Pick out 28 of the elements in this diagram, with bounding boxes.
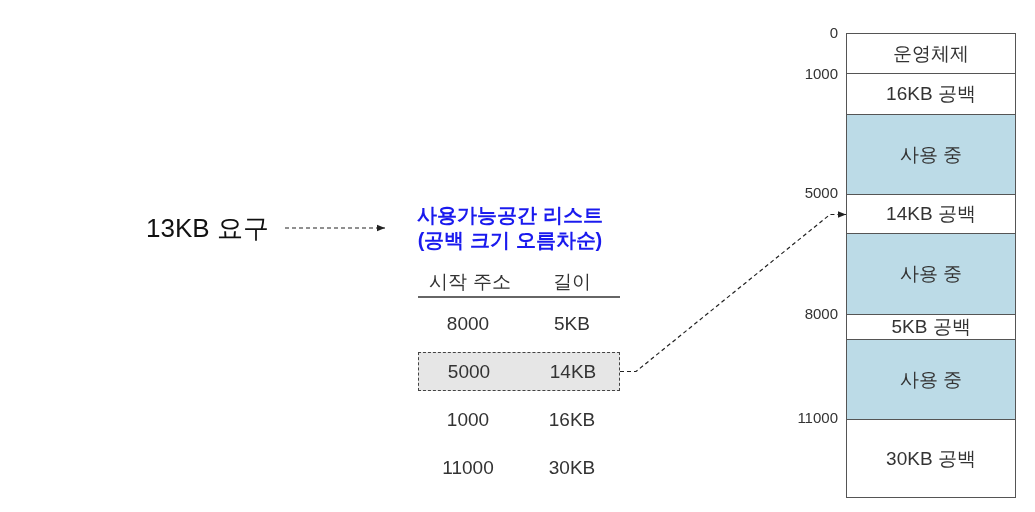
address-value: 8000 [445, 313, 491, 335]
memory-block: 사용 중 [846, 115, 1016, 195]
size-value: 14KB [548, 360, 598, 383]
highlighted-row [418, 352, 620, 391]
request-text: 13KB 요구 [130, 210, 285, 246]
arrow [619, 211, 847, 373]
memory-block: 16KB 공백 [846, 74, 1016, 115]
address-value: 11000 [441, 457, 495, 479]
memory-block: 사용 중 [846, 234, 1016, 315]
memory-block: 5KB 공백 [846, 315, 1016, 340]
memory-block: 사용 중 [846, 340, 1016, 420]
column-heading: 길이 [552, 271, 592, 293]
memory-block: 30KB 공백 [846, 420, 1016, 498]
list-title: 사용가능공간 리스트 (공백 크기 오름차순) [385, 203, 635, 253]
address-value: 5000 [446, 360, 492, 383]
address-label: 0 [829, 23, 838, 43]
address-label: 5000 [804, 183, 838, 203]
size-value: 30KB [547, 457, 597, 479]
column-heading: 시작 주소 [428, 271, 512, 293]
size-value: 5KB [553, 313, 591, 335]
memory-block: 14KB 공백 [846, 195, 1016, 234]
memory-block: 운영체제 [846, 33, 1016, 74]
address-label: 11000 [797, 408, 838, 428]
arrow [284, 224, 386, 232]
address-label: 8000 [804, 304, 838, 324]
address-label: 1000 [804, 64, 838, 84]
address-value: 1000 [445, 409, 491, 431]
size-value: 16KB [547, 409, 597, 431]
